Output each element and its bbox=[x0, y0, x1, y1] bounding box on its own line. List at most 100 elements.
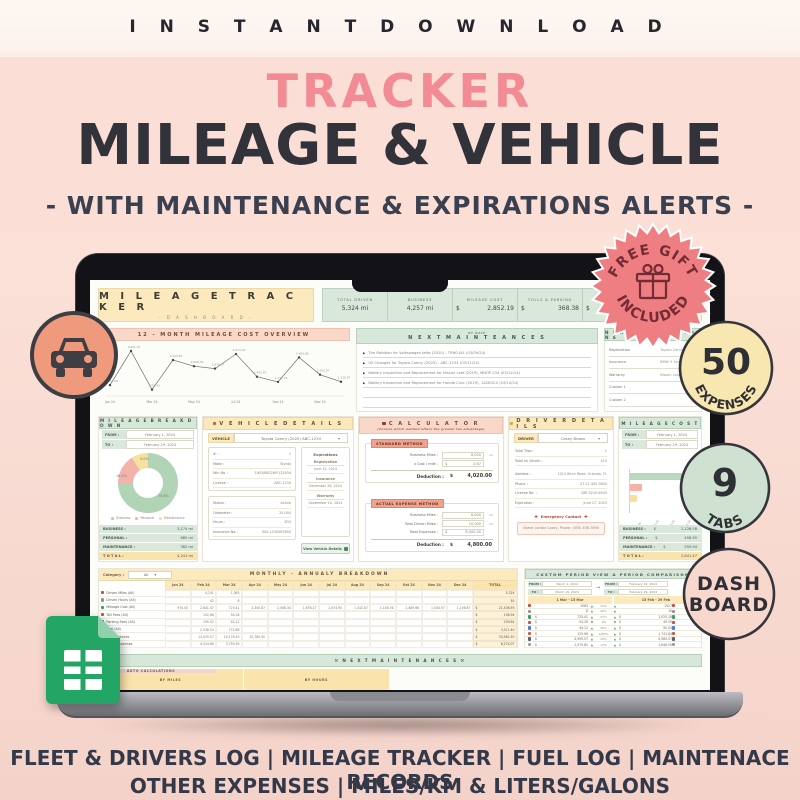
trend-up-icon: ▲ bbox=[613, 603, 617, 608]
period2-value: $49.59 bbox=[619, 620, 672, 624]
currency-symbol: $ bbox=[535, 631, 537, 636]
p2-to-input[interactable]: February 29, 2024 bbox=[618, 588, 669, 595]
monthly-cell bbox=[318, 626, 345, 634]
period2-value: $5,980.57 bbox=[619, 637, 672, 641]
vehicle-selector-dropdown[interactable]: Toyota Camry (2020) ABC-1234▾ bbox=[233, 433, 348, 443]
p1-from-input[interactable]: March 1, 2024 bbox=[542, 581, 592, 588]
value-number: 49.59 bbox=[663, 620, 672, 625]
summary-value: 685 mi bbox=[180, 536, 193, 540]
period2-value: 1527 bbox=[619, 604, 672, 608]
monthly-cell: 8 bbox=[216, 596, 242, 605]
monthly-column-header: Apr 24 bbox=[241, 581, 268, 590]
monthly-cell bbox=[165, 633, 191, 641]
summary-value: 458.95 bbox=[684, 536, 697, 540]
value-number: 54.28 bbox=[579, 620, 588, 625]
stat-value: 4,257 mi bbox=[391, 305, 449, 312]
change-percent: 56% bbox=[600, 625, 607, 630]
breakdown-from-input[interactable]: February 1, 2024 bbox=[126, 430, 194, 439]
monthly-cell bbox=[318, 640, 345, 648]
monthly-cell: 4,514.68 bbox=[190, 640, 217, 648]
row-icon bbox=[528, 637, 532, 641]
breakdown-to-input[interactable]: February 29, 2024 bbox=[126, 440, 194, 449]
mileage-breakdown-panel: M I L E A G E B R E A K D O W N FROM :Fe… bbox=[98, 416, 198, 562]
currency-symbol: $ bbox=[475, 605, 478, 610]
calc-input[interactable]: $0.67 bbox=[442, 460, 484, 468]
p1-to-label: TO : bbox=[528, 588, 542, 595]
calc-value: 6,000 bbox=[470, 513, 481, 518]
summary-row: MAINTENANCE :382 mi bbox=[99, 543, 197, 552]
monthly-cell: 974.00 bbox=[165, 604, 191, 612]
cost-to-input[interactable]: February 29, 2024 bbox=[646, 440, 698, 449]
vehicle-expiration-label: Warranty bbox=[307, 494, 344, 500]
summary-row: BUSINESS :$2,126.58 bbox=[619, 525, 701, 534]
value-number: 1,848.50 bbox=[658, 642, 672, 647]
stat-value: 5,324 mi bbox=[326, 305, 384, 312]
breakdown-from-label: FROM : bbox=[102, 430, 126, 439]
cost-from-input[interactable]: February 1, 2024 bbox=[646, 430, 698, 439]
bullet-arrow-icon: ▶ bbox=[363, 370, 366, 375]
field-value: 1JKGJ88G2WY132934 bbox=[254, 471, 291, 476]
calculator-panel: C A L C U L A T O R (Choose which method… bbox=[358, 416, 504, 562]
monthly-cell bbox=[421, 618, 448, 627]
category-select[interactable]: All▾ bbox=[128, 570, 173, 579]
car-icon bbox=[51, 338, 97, 377]
p2-from-input[interactable]: February 15, 2024 bbox=[618, 581, 669, 588]
svg-text:Jul 24: Jul 24 bbox=[231, 400, 241, 404]
legend-swatch bbox=[135, 516, 139, 520]
vehicle-selector-value: Toyota Camry (2020) ABC-1234 bbox=[261, 435, 321, 441]
calc-input[interactable]: 6,000 bbox=[442, 451, 484, 459]
cost-bar bbox=[630, 484, 642, 491]
driver-selector-dropdown[interactable]: Casey Brown▾ bbox=[537, 433, 608, 443]
monthly-cell: 1,876.27 bbox=[293, 604, 319, 612]
calc-input[interactable]: $8,000.00 bbox=[442, 528, 484, 536]
calc-value: 8,000.00 bbox=[465, 530, 481, 535]
monthly-total-value: 8,274.07 bbox=[500, 642, 515, 647]
field-row: Odometer :25,000 bbox=[213, 509, 291, 518]
currency-symbol: $ bbox=[475, 635, 478, 640]
instant-download-label: I N S T A N T D O W N L O A D bbox=[129, 17, 671, 37]
bullet-arrow-icon: ▶ bbox=[363, 360, 366, 365]
currency-symbol: $ bbox=[445, 530, 448, 535]
currency-symbol: $ bbox=[619, 625, 621, 630]
field-row: Expiration :June 17, 2025 bbox=[515, 499, 607, 508]
monthly-total-cell: 5,324 bbox=[472, 589, 517, 597]
monthly-cell bbox=[241, 589, 268, 597]
row-icon bbox=[672, 604, 676, 608]
stat-number: 4,257 mi bbox=[406, 305, 434, 312]
field-label: Make : bbox=[213, 461, 225, 466]
total-row: T O T A L :2,841.47 bbox=[619, 552, 701, 561]
summary-value: 255.94 bbox=[684, 545, 697, 549]
monthly-cell bbox=[318, 596, 345, 605]
view-vehicle-details-button[interactable]: View Vehicle Details bbox=[301, 543, 350, 554]
monthly-total-value: 21,436.59 bbox=[498, 605, 515, 610]
calc-label: x Cost / mile : bbox=[413, 461, 438, 466]
comparison-row: 1083▲41%▲1527 bbox=[525, 604, 701, 610]
field-row: License :ABC-1234 bbox=[213, 479, 291, 488]
monthly-total-value: 156.94 bbox=[503, 613, 515, 618]
svg-text:1,146.76: 1,146.76 bbox=[275, 376, 288, 380]
maintenance-text: Battery Inspection and Replacement for H… bbox=[368, 380, 519, 385]
chevron-down-icon: ▾ bbox=[597, 435, 600, 441]
monthly-cell: 2,841.47 bbox=[190, 604, 217, 612]
p1-to-input[interactable]: March 15, 2024 bbox=[542, 588, 592, 595]
driver-selector-label: DRIVER bbox=[514, 433, 538, 443]
trend-down-icon: ▼ bbox=[590, 620, 594, 625]
calc-unit: mi bbox=[489, 453, 493, 458]
monthly-cell: 42 bbox=[190, 596, 217, 605]
vehicle-details-title: V E H I C L E D E T A I L S bbox=[219, 420, 344, 427]
calc-input[interactable]: 6,000 bbox=[442, 511, 484, 519]
calc-input[interactable]: 10,000 bbox=[442, 520, 484, 528]
dashboard-line2: BOARD bbox=[689, 594, 769, 616]
currency-symbol: $ bbox=[535, 625, 537, 630]
svg-text:Sep 24: Sep 24 bbox=[272, 400, 283, 404]
calc-value: 6,000 bbox=[470, 453, 481, 458]
custom-period-panel: CUSTOM PERIOD VIEW & PERIOD COMPARISON F… bbox=[524, 568, 702, 648]
row-icon bbox=[528, 642, 532, 647]
